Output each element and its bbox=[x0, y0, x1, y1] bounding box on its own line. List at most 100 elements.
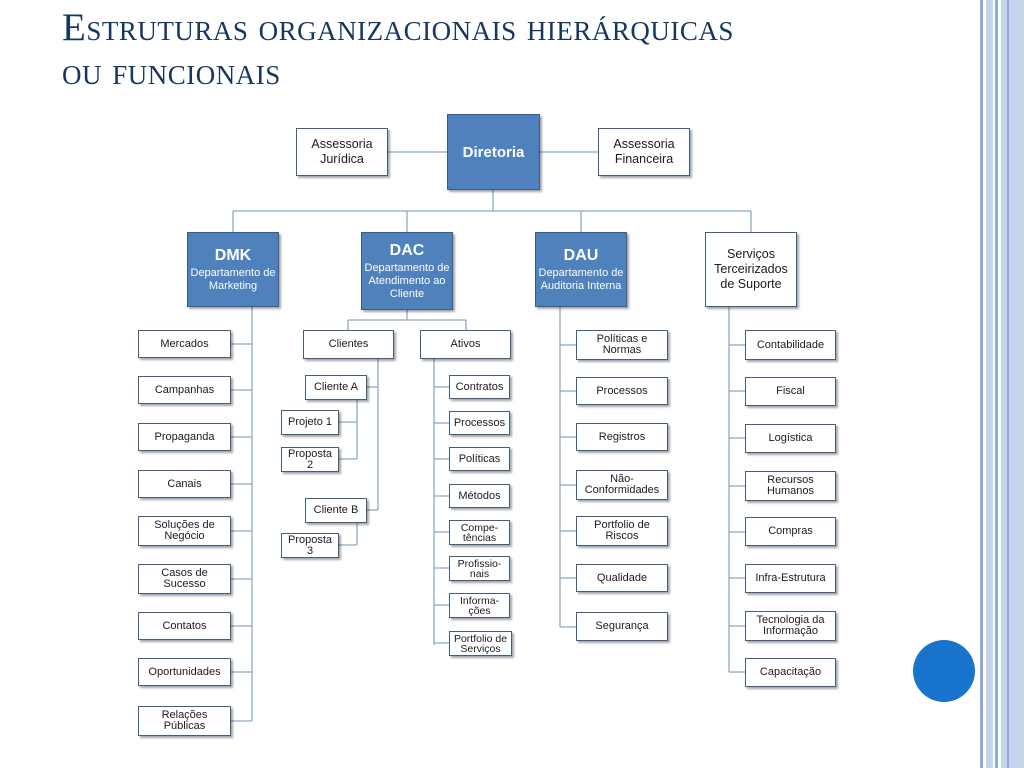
dmk-item-label: Mercados bbox=[160, 337, 209, 350]
dau-name: Departamento de Auditoria Interna bbox=[538, 267, 624, 292]
ativos-item: Métodos bbox=[449, 484, 510, 508]
servicos-item: Infra-Estrutura bbox=[745, 564, 836, 593]
dac-ativos-box: Ativos bbox=[420, 330, 511, 359]
ativos-item-label: Políticas bbox=[458, 452, 501, 465]
servicos-item-label: Capacitação bbox=[759, 666, 822, 678]
dmk-item: Casos de Sucesso bbox=[138, 564, 231, 594]
dau-item: Processos bbox=[576, 377, 668, 405]
proposta-2-box: Proposta 2 bbox=[281, 447, 339, 472]
servicos-item-label: Tecnologia da Informação bbox=[756, 614, 825, 637]
dmk-item-label: Casos de Sucesso bbox=[161, 567, 208, 590]
ativos-item: Contratos bbox=[449, 375, 510, 399]
dmk-code: DMK bbox=[214, 247, 252, 264]
proposta-3-box: Proposta 3 bbox=[281, 533, 339, 558]
ativos-item: Portfolio de Serviços bbox=[449, 631, 512, 656]
ativos-item-label: Profissio-nais bbox=[457, 557, 502, 580]
dmk-item-label: Canais bbox=[167, 477, 202, 490]
ativos-item-label: Métodos bbox=[458, 489, 501, 502]
projeto-1-label: Projeto 1 bbox=[287, 416, 333, 428]
dmk-item: Campanhas bbox=[138, 376, 231, 404]
dmk-name: Departamento de Marketing bbox=[190, 267, 276, 292]
dmk-item: Oportunidades bbox=[138, 658, 231, 686]
dmk-item: Mercados bbox=[138, 330, 231, 358]
dmk-box: DMK Departamento de Marketing bbox=[187, 232, 279, 307]
dac-clientes-box: Clientes bbox=[303, 330, 394, 359]
dau-item-label: Portfolio de Riscos bbox=[594, 519, 650, 542]
dac-code: DAC bbox=[389, 242, 425, 259]
cliente-a-box: Cliente A bbox=[305, 375, 367, 400]
slide-title: Estruturas organizacionais hierárquicas … bbox=[62, 6, 942, 94]
servicos-item-label: Contabilidade bbox=[756, 338, 825, 351]
ativos-item: Processos bbox=[449, 411, 510, 435]
ativos-item-label: Compe-tências bbox=[460, 521, 499, 544]
servicos-item-label: Infra-Estrutura bbox=[755, 572, 826, 584]
dau-item: Registros bbox=[576, 423, 668, 451]
dac-name: Departamento de Atendimento ao Cliente bbox=[364, 262, 450, 300]
servicos-item: Recursos Humanos bbox=[745, 471, 836, 501]
assessoria-juridica-box: Assessoria Jurídica bbox=[296, 128, 388, 176]
dau-item: Portfolio de Riscos bbox=[576, 516, 668, 546]
dmk-item-label: Oportunidades bbox=[148, 665, 221, 678]
servicos-label: Serviços Terceirizados de Suporte bbox=[714, 247, 788, 291]
dau-item: Segurança bbox=[576, 612, 668, 641]
servicos-item: Fiscal bbox=[745, 377, 836, 406]
dau-item-label: Qualidade bbox=[596, 571, 648, 584]
dmk-item-label: Relações Públicas bbox=[161, 709, 208, 732]
dau-item-label: Segurança bbox=[595, 620, 649, 632]
dau-item-label: Processos bbox=[596, 384, 648, 397]
dau-item: Qualidade bbox=[576, 564, 668, 592]
dac-clientes-label: Clientes bbox=[328, 338, 369, 350]
servicos-item-label: Logística bbox=[768, 432, 813, 444]
ativos-item-label: Processos bbox=[453, 416, 506, 429]
projeto-1-box: Projeto 1 bbox=[281, 410, 339, 435]
dmk-item-label: Propaganda bbox=[154, 430, 215, 443]
dmk-item: Soluções de Negócio bbox=[138, 516, 231, 546]
servicos-item: Capacitação bbox=[745, 658, 836, 687]
cliente-a-label: Cliente A bbox=[313, 381, 359, 393]
dau-item-label: Registros bbox=[598, 430, 646, 443]
ativos-item: Políticas bbox=[449, 447, 510, 471]
dmk-item-label: Campanhas bbox=[154, 383, 215, 396]
assessoria-financeira-box: Assessoria Financeira bbox=[598, 128, 690, 176]
dau-item: Não-Conformidades bbox=[576, 470, 668, 500]
servicos-box: Serviços Terceirizados de Suporte bbox=[705, 232, 797, 307]
dmk-item-label: Contatos bbox=[162, 619, 207, 632]
diretoria-box: Diretoria bbox=[447, 114, 540, 190]
cliente-b-label: Cliente B bbox=[313, 504, 359, 516]
dmk-item: Relações Públicas bbox=[138, 706, 231, 736]
servicos-item: Contabilidade bbox=[745, 330, 836, 360]
proposta-3-label: Proposta 3 bbox=[287, 533, 333, 557]
assessoria-financeira-label: Assessoria Financeira bbox=[613, 137, 675, 166]
servicos-item: Logística bbox=[745, 424, 836, 453]
servicos-item: Compras bbox=[745, 517, 836, 546]
ativos-item-label: Contratos bbox=[455, 380, 504, 393]
servicos-item-label: Fiscal bbox=[776, 385, 805, 397]
blue-circle-decoration bbox=[913, 640, 975, 702]
diretoria-label: Diretoria bbox=[462, 143, 525, 161]
ativos-item: Profissio-nais bbox=[449, 556, 510, 581]
servicos-item: Tecnologia da Informação bbox=[745, 611, 836, 641]
dac-box: DAC Departamento de Atendimento ao Clien… bbox=[361, 232, 453, 310]
dau-code: DAU bbox=[563, 247, 599, 264]
servicos-item-label: Recursos Humanos bbox=[766, 474, 815, 497]
dmk-item: Propaganda bbox=[138, 423, 231, 451]
dmk-item: Contatos bbox=[138, 612, 231, 640]
slide-title-line1: Estruturas organizacionais hierárquicas bbox=[62, 6, 734, 49]
ativos-item-label: Informa-ções bbox=[459, 594, 500, 617]
dau-item: Políticas e Normas bbox=[576, 330, 668, 360]
decorative-side-stripes bbox=[976, 0, 1024, 768]
dmk-item-label: Soluções de Negócio bbox=[154, 519, 215, 542]
slide-title-line2: ou funcionais bbox=[62, 50, 281, 93]
cliente-b-box: Cliente B bbox=[305, 498, 367, 523]
ativos-item-label: Portfolio de Serviços bbox=[453, 632, 508, 655]
dau-box: DAU Departamento de Auditoria Interna bbox=[535, 232, 627, 307]
ativos-item: Informa-ções bbox=[449, 593, 510, 618]
dau-item-label: Não-Conformidades bbox=[584, 473, 660, 496]
ativos-item: Compe-tências bbox=[449, 520, 510, 545]
dac-ativos-label: Ativos bbox=[450, 338, 481, 350]
dau-item-label: Políticas e Normas bbox=[596, 333, 648, 356]
proposta-2-label: Proposta 2 bbox=[287, 447, 333, 471]
assessoria-juridica-label: Assessoria Jurídica bbox=[311, 137, 373, 166]
servicos-item-label: Compras bbox=[768, 525, 813, 537]
